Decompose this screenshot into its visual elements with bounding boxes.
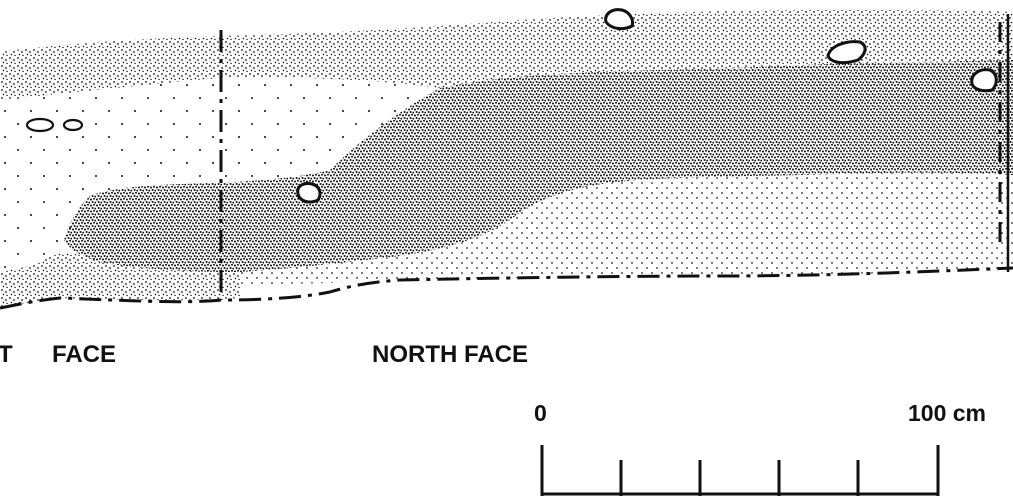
stone-icon bbox=[62, 118, 84, 132]
left-light-layer bbox=[0, 77, 440, 273]
stone-inclusions bbox=[25, 8, 998, 204]
north-face-label: NORTH FACE bbox=[372, 341, 528, 368]
stone-icon bbox=[826, 40, 867, 65]
stone-icon bbox=[296, 182, 322, 204]
stone-icon bbox=[970, 68, 998, 93]
basal-layer bbox=[0, 253, 240, 308]
right-lower-layer bbox=[240, 172, 1013, 285]
scale-bar: 0 100 cm bbox=[534, 400, 986, 496]
scale-start-label: 0 bbox=[534, 400, 547, 426]
stone-icon bbox=[604, 8, 634, 31]
west-face-label: FACE bbox=[52, 341, 116, 368]
dense-layer bbox=[64, 60, 1013, 272]
stratigraphic-layers bbox=[0, 10, 1013, 308]
excavation-base-line bbox=[0, 266, 1013, 310]
upper-layer bbox=[0, 10, 1013, 100]
west-face-label-fragment: T bbox=[0, 341, 13, 368]
stone-icon bbox=[25, 117, 55, 133]
scale-end-label: 100 cm bbox=[908, 400, 986, 426]
